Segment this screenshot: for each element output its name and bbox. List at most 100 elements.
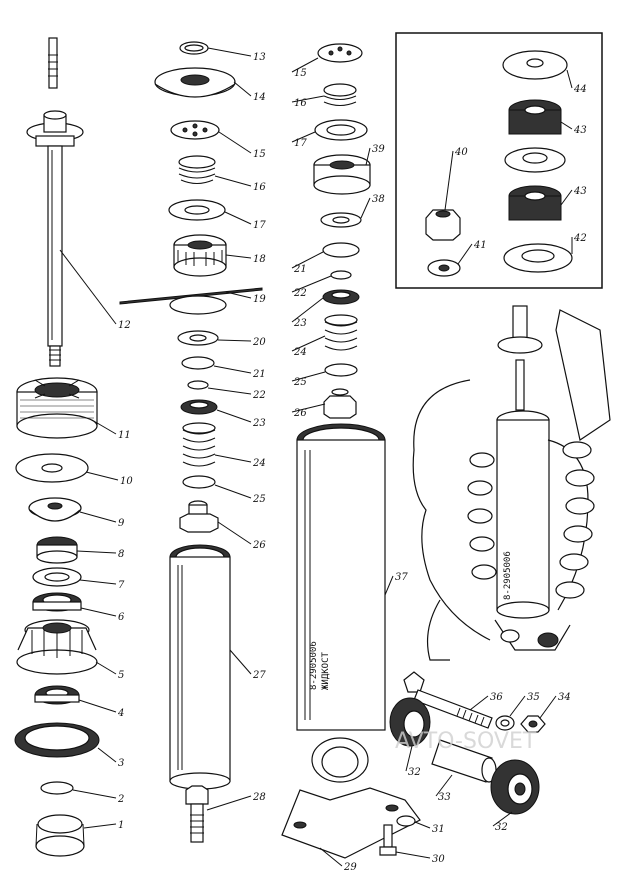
part-label-c3-4: 38 — [372, 194, 385, 205]
part-label-c1-4: 8 — [118, 549, 124, 560]
part-label-bottom-2: 34 — [558, 692, 571, 703]
leader-line-c1-11 — [83, 823, 117, 829]
part-label-bottom-8: 29 — [343, 862, 357, 873]
part-label-bottom-1: 35 — [527, 692, 540, 703]
part-label-c1-1: 11 — [118, 430, 131, 441]
part-4-gland — [34, 685, 80, 705]
leader-line-c2-6 — [225, 291, 252, 299]
part-label-c2-12: 25 — [252, 494, 266, 505]
leader-line-c2-13 — [217, 521, 252, 545]
part-11-nut — [16, 377, 98, 439]
leader-line-c2-14 — [229, 649, 252, 675]
part-1-spring-ring — [35, 814, 85, 857]
leader-line-c2-3 — [214, 175, 252, 187]
part-37-reservoir: 8-2905006 ЖИДКОСТ — [296, 423, 386, 731]
part-label-c3-5: 21 — [293, 264, 307, 275]
part-label-c1-11: 1 — [118, 820, 124, 831]
part-label-bottom-7: 30 — [432, 854, 445, 865]
part-label-c2-3: 16 — [253, 182, 266, 193]
leader-line-c1-2 — [85, 471, 119, 481]
part-label-c1-7: 5 — [118, 670, 124, 681]
part-33-sleeve — [431, 739, 497, 783]
part-label-c1-3: 9 — [118, 518, 125, 529]
leader-line-bottom-6 — [414, 821, 431, 829]
leader-line-c2-4 — [224, 211, 252, 225]
part-34-nut — [520, 715, 546, 733]
part-label-c3-10: 26 — [293, 408, 307, 419]
leader-line-c3-2 — [291, 131, 316, 143]
leader-line-c1-3 — [79, 511, 117, 523]
part-label-bottom-4: 33 — [438, 792, 451, 803]
leader-line-c2-0 — [207, 47, 252, 57]
part-label-c1-6: 6 — [118, 612, 125, 623]
part-label-c1-0: 12 — [118, 320, 131, 331]
part-label-c3-11: 37 — [395, 572, 408, 583]
part-label-inset-0: 44 — [573, 84, 587, 95]
leader-lines — [59, 47, 573, 867]
leader-line-bottom-8 — [319, 847, 343, 867]
part-label-inset-3: 42 — [573, 233, 587, 244]
leader-line-c1-4 — [76, 550, 117, 554]
leader-line-c1-6 — [80, 607, 117, 617]
part-28-bolt — [185, 785, 209, 843]
leader-line-c3-6 — [291, 275, 332, 293]
leader-line-bottom-0 — [469, 695, 489, 711]
leader-line-c2-11 — [214, 454, 252, 463]
part-label-c2-7: 20 — [252, 337, 266, 348]
assembled-stamp: 8-2905006 — [503, 551, 513, 600]
leader-line-c3-7 — [291, 297, 324, 323]
part-label-bottom-5: 32 — [495, 822, 508, 833]
part-label-c3-6: 22 — [293, 288, 307, 299]
part-10-washer — [15, 453, 89, 483]
part-label-c2-6: 19 — [253, 294, 266, 305]
part-32-bushing-a — [389, 697, 431, 747]
leader-line-c1-5 — [79, 579, 117, 585]
leader-line-c3-4 — [360, 197, 371, 219]
leader-line-c2-10 — [216, 409, 252, 423]
part-5-guide — [16, 619, 98, 675]
reservoir-stamp-2: ЖИДКОСТ — [321, 651, 331, 690]
part-label-bottom-3: 32 — [408, 767, 421, 778]
part-7-ring — [32, 567, 82, 587]
part-label-c1-8: 4 — [117, 708, 124, 719]
assembled-view: 8-2905006 — [412, 305, 611, 661]
leader-line-c1-1 — [91, 419, 117, 435]
leader-line-c2-5 — [225, 254, 252, 259]
part-label-inset-1: 43 — [573, 125, 587, 136]
part-labels: 1211109876543211314151617181920212223242… — [117, 52, 587, 873]
part-label-c2-1: 14 — [253, 92, 266, 103]
part-label-c3-8: 24 — [293, 347, 307, 358]
leader-line-c2-7 — [217, 339, 252, 342]
leader-line-c2-8 — [213, 365, 252, 374]
part-label-c2-5: 18 — [253, 254, 266, 265]
part-label-bottom-0: 36 — [490, 692, 503, 703]
part-6-seal — [32, 592, 82, 612]
part-label-c3-1: 16 — [294, 98, 307, 109]
part-label-c1-9: 3 — [118, 758, 124, 769]
leader-line-bottom-7 — [395, 851, 431, 859]
leader-line-c1-10 — [72, 789, 117, 799]
part-label-c3-0: 15 — [294, 68, 307, 79]
part-label-c2-14: 27 — [252, 670, 266, 681]
part-9-cap — [28, 497, 82, 522]
leader-line-c2-2 — [218, 131, 252, 154]
column-3-parts — [313, 43, 371, 419]
part-label-c1-2: 10 — [120, 476, 133, 487]
part-label-c2-11: 24 — [252, 458, 266, 469]
rod-assembly — [26, 37, 84, 367]
watermark: AVTO-SOVET — [395, 729, 537, 754]
part-label-inset-4: 40 — [454, 147, 468, 158]
part-8-bushing — [36, 536, 78, 564]
part-label-c3-3: 39 — [372, 144, 385, 155]
inset-box — [395, 32, 603, 289]
leader-line-c3-10 — [291, 403, 326, 413]
part-27-tube — [169, 544, 231, 790]
part-label-c2-4: 17 — [253, 220, 266, 231]
leader-line-bottom-3 — [405, 745, 413, 772]
part-29-bracket — [281, 737, 421, 859]
leader-line-bottom-1 — [509, 695, 526, 717]
leader-line-c3-5 — [291, 251, 324, 269]
leader-line-inset-5 — [457, 243, 473, 265]
part-label-c1-10: 2 — [117, 794, 124, 805]
